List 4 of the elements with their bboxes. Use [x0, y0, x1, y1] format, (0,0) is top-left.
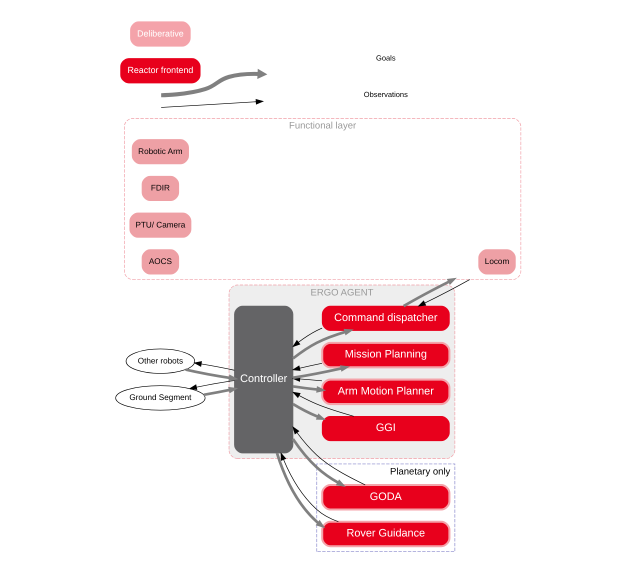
legend-label: Deliberative [137, 28, 184, 38]
legend-label: Goals [376, 53, 396, 62]
legend-label: Observations [364, 90, 408, 100]
legend-label: Reactor frontend [128, 65, 194, 76]
